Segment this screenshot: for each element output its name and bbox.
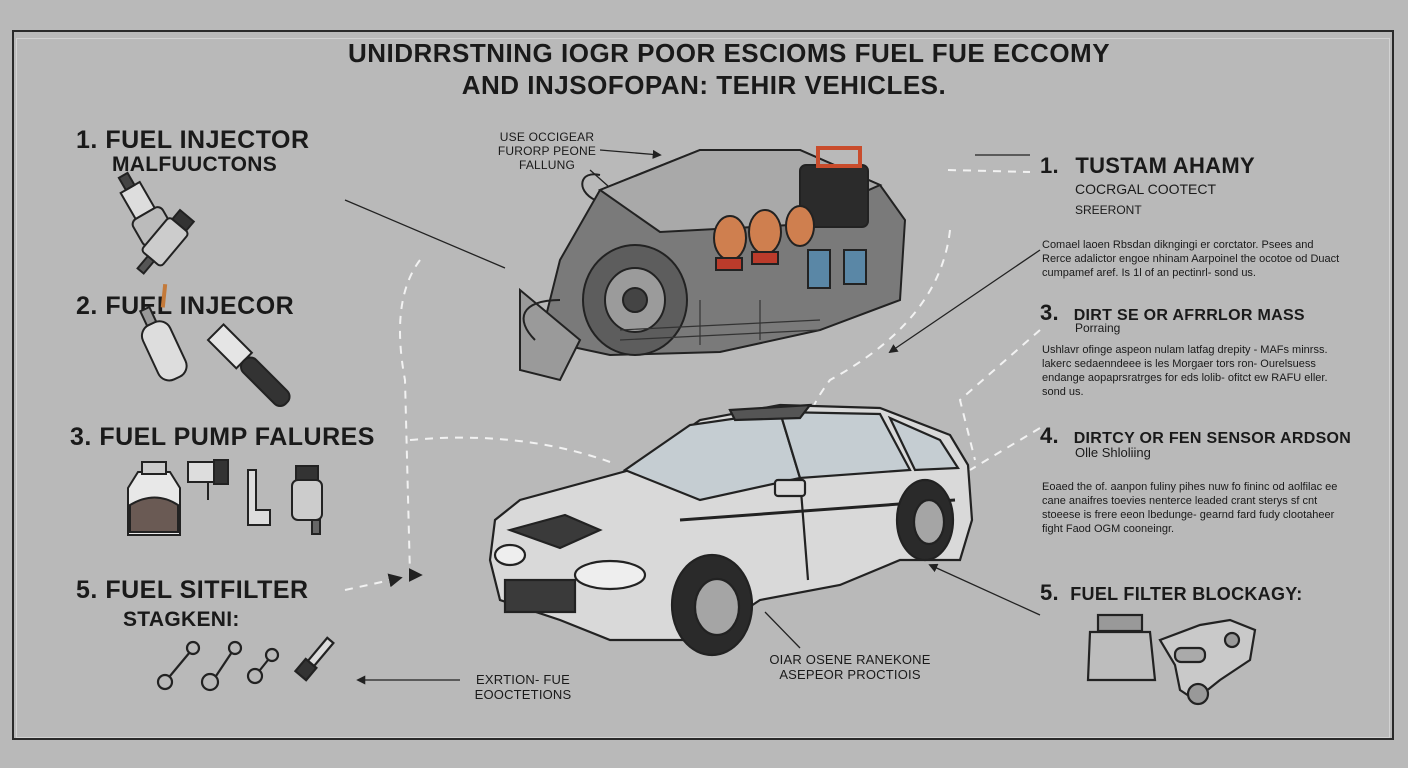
dashed-path-left bbox=[399, 259, 423, 582]
left-item-4-heading: 5. FUEL SITFILTER bbox=[76, 576, 309, 605]
dashed-path-right-3 bbox=[969, 427, 1041, 471]
connector-sensor bbox=[764, 611, 801, 649]
left-item-4-number: 5. bbox=[76, 576, 98, 604]
left-item-3-heading: 3. FUEL PUMP FALURES bbox=[70, 423, 375, 452]
right-item-3-body: Ushlavr ofinge aspeon nulam latfag drepi… bbox=[1042, 344, 1328, 398]
right-item-4-body: Eoaed the of. aanpon fuliny pihes nuw fo… bbox=[1042, 481, 1338, 535]
sensor-callout-line-2: ASEPEOR PROCTIOIS bbox=[779, 667, 921, 682]
left-item-1-title: FUEL INJECTOR bbox=[105, 126, 310, 154]
fuel-injector-icon bbox=[117, 171, 196, 275]
right-item-1-title: TUSTAM AHAMY bbox=[1075, 153, 1255, 178]
exhaust-callout-line-1: EXRTION- FUE bbox=[476, 672, 570, 687]
left-item-2-title: FUEL INJECOR bbox=[105, 292, 295, 320]
fuel-injector-icon bbox=[138, 284, 291, 407]
engine-callout-line-3: FALLUNG bbox=[518, 158, 576, 172]
right-item-1-heading: 1. TUSTAM AHAMY bbox=[1040, 153, 1255, 179]
sedan-car-illustration bbox=[488, 403, 974, 657]
dashed-path-car bbox=[409, 436, 611, 463]
title-line-2: AND INJSOFOPAN: TEHIR VEHICLES. bbox=[461, 70, 947, 100]
left-item-2-number: 2. bbox=[76, 292, 98, 320]
engine-callout-line-2: FURORP PEONE bbox=[497, 144, 597, 158]
right-item-4-number: 4. bbox=[1040, 423, 1059, 448]
right-item-1-number: 1. bbox=[1040, 153, 1059, 178]
wrench-tools-icon bbox=[156, 636, 335, 692]
infographic-frame bbox=[12, 30, 1394, 740]
right-item-5-number: 5. bbox=[1040, 580, 1059, 605]
dashed-path-right-1 bbox=[947, 169, 1031, 173]
dashed-path-right-2 bbox=[958, 329, 1041, 461]
right-item-4-title: DIRTCY OR FEN SENSOR ARDSON bbox=[1073, 430, 1352, 447]
right-item-1-body: Comael laoen Rbsdan dikngingi er corctat… bbox=[1042, 239, 1340, 279]
infographic-inner-frame bbox=[16, 38, 1390, 738]
sensor-callout: OIAR OSENE RANEKONE ASEPEOR PROCTIOIS bbox=[760, 652, 940, 682]
title-line-1: UNIDRRSTNING IOGR POOR ESCIOMS FUEL FUE … bbox=[347, 38, 1111, 68]
exhaust-callout: EXRTION- FUE EOOCTETIONS bbox=[458, 672, 588, 702]
left-item-3-title: FUEL PUMP FALURES bbox=[99, 423, 375, 451]
engine-callout: USE OCCIGEAR FURORP PEONE FALLUNG bbox=[482, 130, 612, 172]
fuel-filter-icon bbox=[1086, 613, 1257, 706]
connector-right-3 bbox=[888, 249, 1041, 354]
right-item-4-sub1: Olle Shloliing bbox=[1075, 445, 1151, 460]
left-item-3-number: 3. bbox=[70, 423, 92, 451]
right-item-3-title: DIRT SE OR AFRRLOR MASS bbox=[1073, 307, 1305, 324]
connector-engine-callout bbox=[599, 149, 662, 159]
right-item-5-title: FUEL FILTER BLOCKAGY: bbox=[1070, 584, 1303, 604]
right-item-3-sub1: Porraing bbox=[1075, 321, 1121, 335]
engine-callout-line-1: USE OCCIGEAR bbox=[499, 130, 595, 144]
left-item-1-heading: 1. FUEL INJECTOR bbox=[76, 126, 310, 155]
left-item-4-sub: STAGKENI: bbox=[123, 608, 240, 631]
right-item-3-heading: 3. DIRT SE OR AFRRLOR MASS bbox=[1040, 300, 1305, 326]
sensor-callout-line-1: OIAR OSENE RANEKONE bbox=[769, 652, 931, 667]
left-item-2-heading: 2. FUEL INJECOR bbox=[76, 292, 294, 321]
dashed-path-left-bottom bbox=[344, 573, 403, 591]
engine-illustration bbox=[519, 146, 907, 382]
left-item-4-title: FUEL SITFILTER bbox=[105, 576, 309, 604]
right-item-4-heading: 4. DIRTCY OR FEN SENSOR ARDSON bbox=[1040, 423, 1351, 449]
right-item-1-sub1: COCRGAL COOTECT bbox=[1075, 181, 1217, 197]
right-item-5-heading: 5. FUEL FILTER BLOCKAGY: bbox=[1040, 580, 1303, 606]
left-item-1-sub: MALFUUCTONS bbox=[112, 153, 278, 176]
connector-injector-engine bbox=[344, 199, 506, 269]
right-item-1-sub2: SREERONT bbox=[1075, 203, 1142, 217]
right-item-3-number: 3. bbox=[1040, 300, 1059, 325]
connector-right-5 bbox=[928, 563, 1041, 616]
left-item-1-number: 1. bbox=[76, 126, 98, 154]
fuel-pump-icon bbox=[127, 459, 323, 536]
exhaust-callout-line-2: EOOCTETIONS bbox=[474, 687, 572, 702]
